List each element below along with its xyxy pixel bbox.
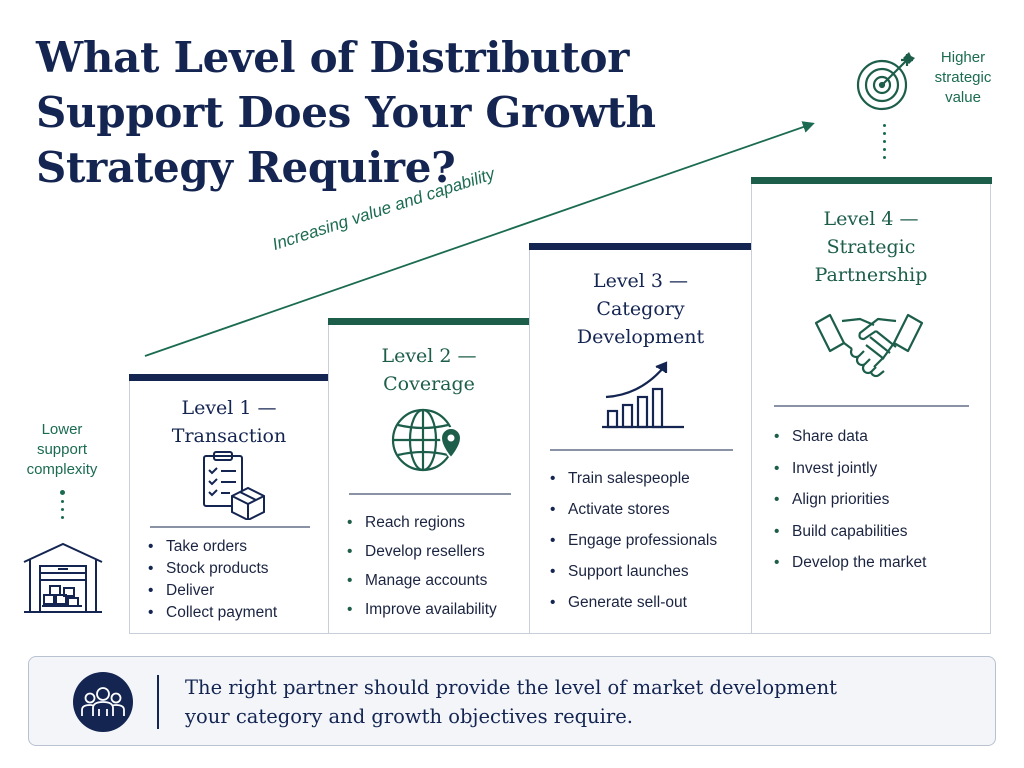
level-2-divider: [349, 493, 511, 495]
level-2-heading-line-2: Coverage: [383, 373, 475, 395]
lower-label-line-1: Lower: [41, 421, 83, 438]
list-item: Improve availability: [347, 595, 497, 624]
level-3-divider: [550, 449, 733, 451]
list-item: Train salespeople: [550, 463, 717, 494]
higher-strategic-value-label: Higher strategic value: [918, 48, 1008, 108]
list-item: Invest jointly: [774, 453, 926, 485]
level-3-heading-line-1: Level 3 —: [592, 270, 689, 292]
list-item: Stock products: [148, 558, 277, 580]
level-3-heading-line-3: Development: [576, 326, 705, 348]
level-1-list: Take orders Stock products Deliver Colle…: [148, 536, 277, 624]
list-item: Share data: [774, 421, 926, 453]
higher-label-line-1: Higher: [940, 49, 986, 66]
level-3-heading: Level 3 — Category Development: [530, 267, 751, 351]
level-2-list: Reach regions Develop resellers Manage a…: [347, 508, 497, 624]
team-people-icon: [73, 672, 133, 732]
level-1-heading: Level 1 — Transaction: [130, 394, 328, 450]
list-item: Collect payment: [148, 602, 277, 624]
list-item: Develop resellers: [347, 537, 497, 566]
level-1-heading-line-2: Transaction: [171, 425, 287, 447]
list-item: Deliver: [148, 580, 277, 602]
list-item: Support launches: [550, 556, 717, 587]
list-item: Align priorities: [774, 484, 926, 516]
warehouse-icon: [22, 540, 104, 614]
list-item: Build capabilities: [774, 516, 926, 548]
higher-label-line-3: value: [945, 89, 981, 106]
level-1-divider: [150, 526, 310, 528]
lower-dots: [60, 490, 65, 524]
title-line-2: Support Does Your Growth: [36, 88, 656, 137]
level-4-card: Level 4 — Strategic Partnership Share da…: [750, 177, 992, 634]
higher-dots: [883, 124, 887, 164]
level-3-top-bar: [528, 243, 753, 250]
level-4-list: Share data Invest jointly Align prioriti…: [774, 421, 926, 579]
clipboard-checklist-box-icon: [200, 450, 266, 522]
list-item: Take orders: [148, 536, 277, 558]
level-4-heading-line-2: Strategic: [826, 236, 916, 258]
list-item: Engage professionals: [550, 525, 717, 556]
level-2-card: Level 2 — Coverage Reach regions Develop…: [327, 318, 531, 634]
page-title: What Level of Distributor Support Does Y…: [36, 30, 656, 195]
level-1-card: Level 1 — Transaction Take orders Stock …: [128, 374, 330, 634]
banner-message: The right partner should provide the lev…: [185, 673, 945, 731]
level-2-top-bar: [327, 318, 531, 325]
banner-line-2: your category and growth objectives requ…: [185, 705, 633, 728]
higher-label-line-2: strategic: [934, 69, 992, 86]
level-4-heading: Level 4 — Strategic Partnership: [752, 205, 990, 289]
level-4-top-bar: [750, 177, 992, 184]
list-item: Generate sell-out: [550, 587, 717, 618]
banner-line-1: The right partner should provide the lev…: [185, 676, 837, 699]
level-3-heading-line-2: Category: [596, 298, 685, 320]
lower-label-line-3: complexity: [26, 461, 98, 478]
globe-location-pin-icon: [389, 404, 465, 480]
list-item: Develop the market: [774, 547, 926, 579]
handshake-icon: [814, 307, 924, 387]
level-4-heading-line-3: Partnership: [814, 264, 928, 286]
level-1-heading-line-1: Level 1 —: [181, 397, 277, 419]
level-3-card: Level 3 — Category Development Train sal…: [528, 243, 753, 634]
banner-separator: [157, 675, 159, 729]
level-3-list: Train salespeople Activate stores Engage…: [550, 463, 717, 618]
target-icon: [853, 52, 915, 114]
conclusion-banner: The right partner should provide the lev…: [28, 656, 996, 746]
level-2-heading-line-1: Level 2 —: [381, 345, 477, 367]
title-line-1: What Level of Distributor: [36, 33, 630, 82]
list-item: Activate stores: [550, 494, 717, 525]
level-2-heading: Level 2 — Coverage: [329, 342, 529, 398]
lower-support-complexity-label: Lower support complexity: [12, 420, 112, 480]
level-4-heading-line-1: Level 4 —: [823, 208, 919, 230]
list-item: Manage accounts: [347, 566, 497, 595]
level-1-top-bar: [128, 374, 330, 381]
list-item: Reach regions: [347, 508, 497, 537]
lower-label-line-2: support: [36, 441, 88, 458]
bar-chart-growth-icon: [600, 361, 686, 431]
level-4-divider: [774, 405, 969, 407]
title-line-3: Strategy Require?: [36, 143, 456, 192]
